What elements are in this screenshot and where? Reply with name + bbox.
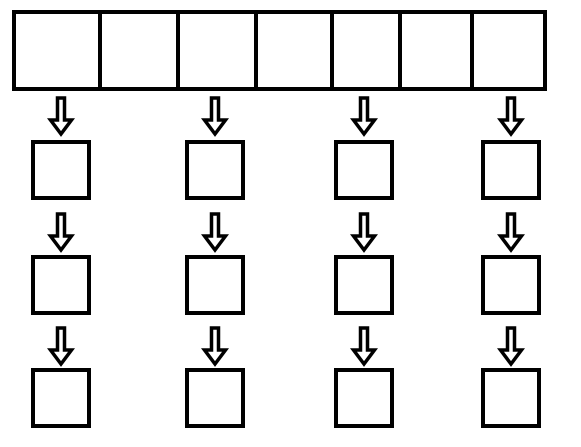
top-strip-cell-3 xyxy=(176,10,258,91)
empty-box xyxy=(31,255,91,315)
down-arrow-icon xyxy=(350,96,378,137)
top-strip-cell-4 xyxy=(254,10,334,91)
top-strip xyxy=(12,10,547,91)
empty-box xyxy=(334,140,394,200)
column-group xyxy=(31,96,541,428)
down-arrow-icon xyxy=(350,326,378,367)
down-arrow-icon xyxy=(47,96,75,137)
empty-box xyxy=(185,140,245,200)
empty-box xyxy=(334,368,394,428)
down-arrow-icon xyxy=(497,326,525,367)
empty-box xyxy=(31,368,91,428)
top-strip-cell-5 xyxy=(330,10,402,91)
empty-box xyxy=(481,140,541,200)
column-4 xyxy=(481,96,541,428)
top-strip-cell-2 xyxy=(98,10,180,91)
down-arrow-icon xyxy=(201,326,229,367)
top-strip-cell-7 xyxy=(470,10,547,91)
down-arrow-icon xyxy=(47,326,75,367)
empty-box xyxy=(31,140,91,200)
empty-box xyxy=(481,368,541,428)
empty-box xyxy=(185,368,245,428)
column-1 xyxy=(31,96,91,428)
down-arrow-icon xyxy=(497,96,525,137)
empty-box xyxy=(334,255,394,315)
empty-box xyxy=(481,255,541,315)
down-arrow-icon xyxy=(201,212,229,253)
down-arrow-icon xyxy=(47,212,75,253)
column-3 xyxy=(334,96,394,428)
top-strip-cell-1 xyxy=(12,10,102,91)
column-2 xyxy=(185,96,245,428)
down-arrow-icon xyxy=(497,212,525,253)
down-arrow-icon xyxy=(350,212,378,253)
top-strip-cell-6 xyxy=(398,10,474,91)
down-arrow-icon xyxy=(201,96,229,137)
empty-box xyxy=(185,255,245,315)
